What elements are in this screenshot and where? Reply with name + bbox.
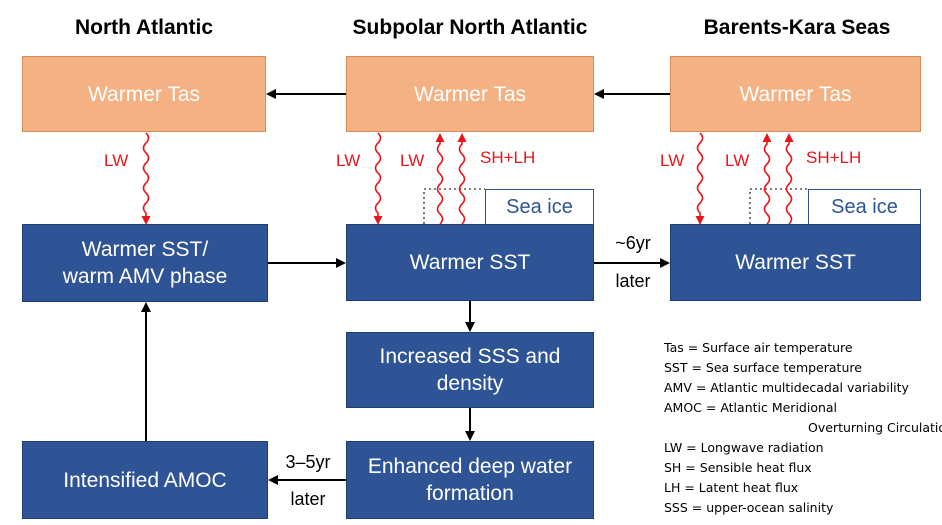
bks-warmer-sst-box: Warmer SST (670, 224, 921, 301)
spna-lw1-wavy-arrow (373, 132, 383, 225)
legend-item-amoc-cont: Overturning Circulation (808, 420, 942, 435)
intensified-amoc-box: Intensified AMOC (22, 441, 268, 519)
bks-lw2-label: LW (725, 151, 750, 170)
enhanced-deep-water-box: Enhanced deep water formation (346, 441, 594, 519)
spna-lw2-wavy-arrow (435, 133, 445, 225)
legend-item-amoc: AMOC = Atlantic Meridional (664, 400, 838, 415)
bks-warmer-tas-box: Warmer Tas (670, 56, 921, 132)
bks-sea-ice-box: Sea ice (808, 189, 921, 225)
spna-lw1-label: LW (336, 151, 361, 170)
bks-shlh-label: SH+LH (806, 148, 862, 167)
column-title-subpolar-north-atlantic: Subpolar North Atlantic (352, 16, 588, 39)
increased-sss-line2: density (436, 372, 504, 395)
spna-warmer-tas-box: Warmer Tas (346, 56, 594, 132)
sst-lag-top-label: ~6yr (615, 233, 651, 253)
amoc-lag-top-label: 3–5yr (285, 452, 331, 472)
bks-lw2-wavy-arrow (762, 133, 772, 225)
legend-item-sh: SH = Sensible heat flux (664, 460, 812, 475)
bks-lw1-wavy-arrow (695, 132, 705, 225)
bks-warmer-sst-label: Warmer SST (735, 251, 856, 274)
bks-warmer-tas-label: Warmer Tas (739, 82, 852, 106)
na-lw-label: LW (104, 151, 129, 170)
bks-shlh-wavy-arrow (784, 133, 794, 225)
bks-sea-ice-dotted-outline (749, 188, 808, 224)
na-lw-wavy-arrow (141, 132, 151, 225)
na-warmer-tas-box: Warmer Tas (22, 56, 266, 132)
legend-item-lh: LH = Latent heat flux (664, 480, 799, 495)
bks-lw1-label: LW (660, 151, 685, 170)
sst-lag-bottom-label: later (615, 271, 651, 291)
intensified-amoc-label: Intensified AMOC (63, 468, 227, 492)
enhanced-deep-water-line1: Enhanced deep water (367, 455, 573, 478)
spna-warmer-sst-box: Warmer SST (346, 224, 594, 301)
spna-warmer-sst-label: Warmer SST (409, 251, 531, 274)
legend-item-amv: AMV = Atlantic multidecadal variability (664, 380, 909, 395)
column-title-barents-kara-seas: Barents-Kara Seas (703, 16, 891, 39)
increased-sss-box: Increased SSS and density (346, 332, 594, 408)
spna-sea-ice-dotted-outline (423, 188, 485, 224)
legend-item-lw: LW = Longwave radiation (664, 440, 824, 455)
spna-lw2-label: LW (400, 151, 425, 170)
legend-item-tas: Tas = Surface air temperature (664, 340, 853, 355)
na-warmer-sst-box: Warmer SST/ warm AMV phase (22, 224, 268, 302)
amoc-lag-bottom-label: later (290, 489, 326, 509)
spna-warmer-tas-label: Warmer Tas (413, 82, 526, 106)
bks-sea-ice-label: Sea ice (831, 195, 898, 218)
legend-item-sst: SST = Sea surface temperature (664, 360, 862, 375)
increased-sss-line1: Increased SSS and (379, 345, 561, 368)
abbreviation-legend: Tas = Surface air temperature SST = Sea … (664, 338, 942, 518)
enhanced-deep-water-line2: formation (426, 482, 514, 505)
spna-shlh-wavy-arrow (457, 133, 467, 225)
spna-sea-ice-label: Sea ice (506, 195, 573, 218)
spna-sea-ice-box: Sea ice (485, 189, 594, 225)
na-warmer-sst-line2: warm AMV phase (62, 265, 228, 288)
spna-shlh-label: SH+LH (480, 148, 536, 167)
na-warmer-sst-line1: Warmer SST/ (81, 238, 209, 261)
na-warmer-tas-label: Warmer Tas (87, 82, 200, 106)
column-title-north-atlantic: North Atlantic (74, 16, 214, 39)
legend-item-sss: SSS = upper-ocean salinity (664, 500, 834, 515)
